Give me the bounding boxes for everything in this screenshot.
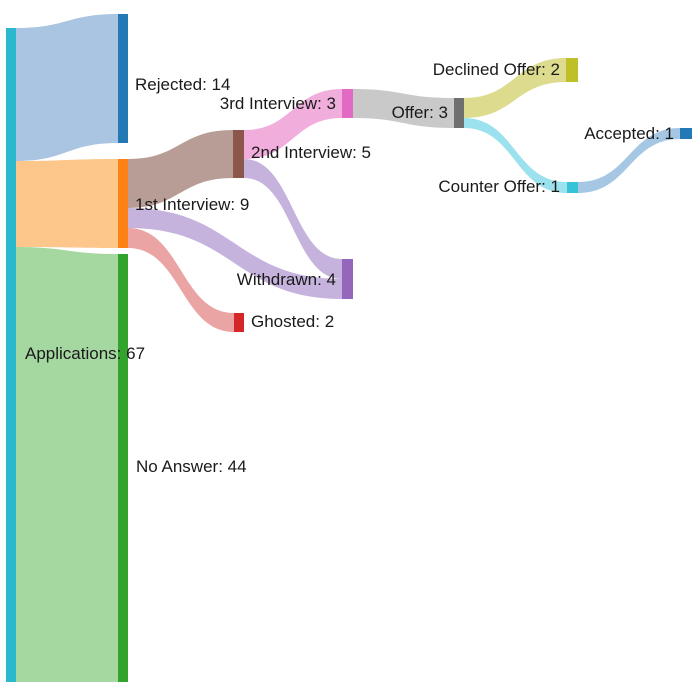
- node-declined-offer: [566, 58, 578, 82]
- node-no-answer: [118, 254, 128, 682]
- flow-applications-no-answer: [16, 247, 118, 682]
- label-accepted: Accepted: 1: [584, 124, 674, 143]
- node-offer: [454, 98, 464, 128]
- flow-2nd-interview-withdrawn: [244, 159, 342, 279]
- flow-applications-rejected: [16, 14, 118, 161]
- flow-1st-interview-2nd-interview: [128, 130, 233, 208]
- label-3rd-interview: 3rd Interview: 3: [219, 94, 336, 113]
- node-1st-interview: [118, 159, 128, 248]
- label-withdrawn: Withdrawn: 4: [236, 270, 336, 289]
- label-1st-interview: 1st Interview: 9: [135, 195, 250, 214]
- label-rejected: Rejected: 14: [135, 75, 231, 94]
- node-accepted: [680, 128, 692, 139]
- node-2nd-interview: [233, 130, 244, 178]
- node-counter-offer: [567, 182, 578, 193]
- flow-1st-interview-ghosted: [128, 228, 234, 332]
- label-declined-offer: Declined Offer: 2: [432, 60, 560, 79]
- label-2nd-interview: 2nd Interview: 5: [251, 143, 372, 162]
- flow-applications-1st-interview: [16, 159, 118, 248]
- node-3rd-interview: [342, 89, 353, 118]
- label-applications: Applications: 67: [25, 344, 146, 363]
- flow-offer-counter-offer: [464, 118, 567, 193]
- node-ghosted: [234, 313, 244, 332]
- flow-3rd-interview-offer: [353, 89, 454, 128]
- label-counter-offer: Counter Offer: 1: [438, 177, 560, 196]
- flow-counter-offer-accepted: [578, 128, 680, 193]
- node-applications: [6, 28, 16, 682]
- node-rejected: [118, 14, 128, 143]
- label-offer: Offer: 3: [391, 103, 448, 122]
- flow-2nd-interview-3rd-interview: [244, 89, 342, 159]
- node-withdrawn: [342, 259, 353, 299]
- label-no-answer: No Answer: 44: [136, 457, 247, 476]
- flow-1st-interview-withdrawn: [128, 208, 342, 299]
- flow-offer-declined-offer: [464, 58, 566, 118]
- label-ghosted: Ghosted: 2: [251, 312, 335, 331]
